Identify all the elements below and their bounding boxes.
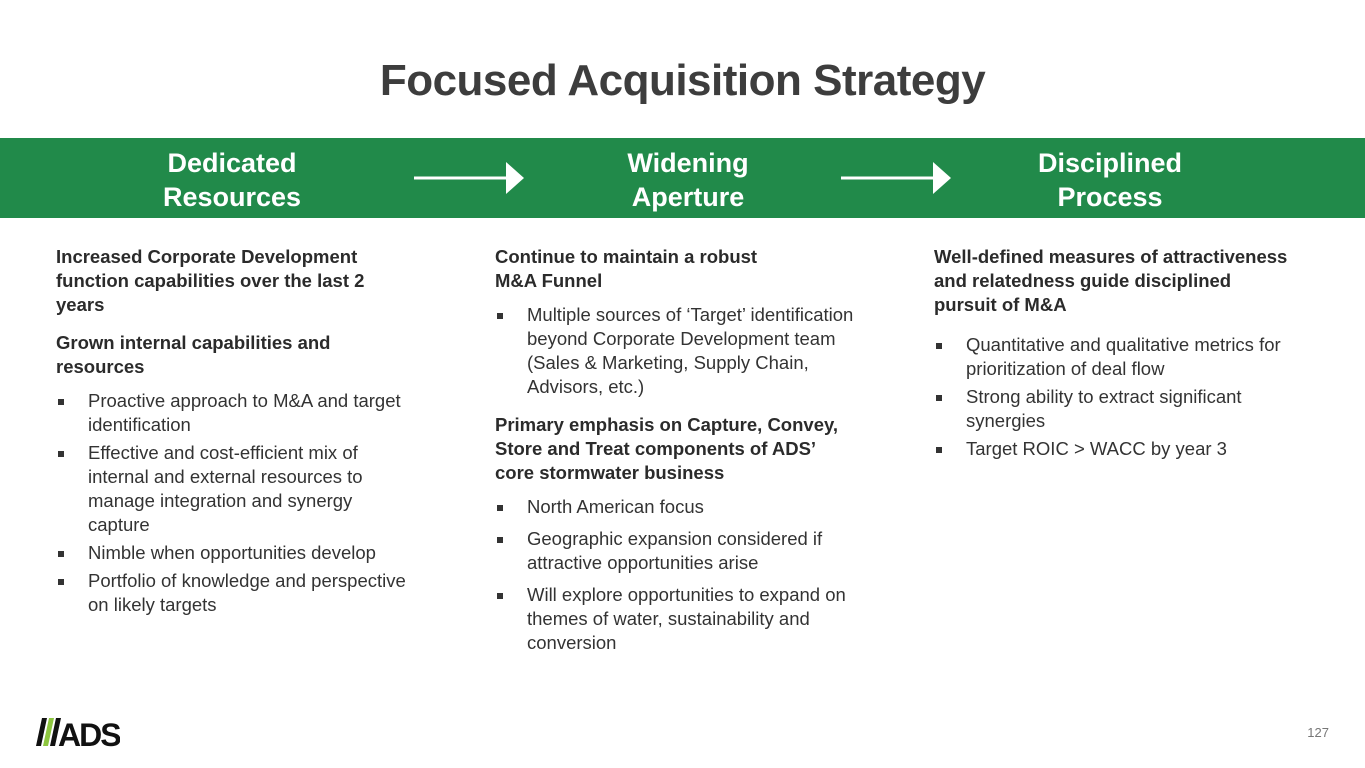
stage-label-line1: Widening	[627, 148, 749, 178]
list-item: Portfolio of knowledge and perspective o…	[56, 569, 406, 617]
page-number: 127	[1307, 725, 1329, 740]
list-item: Nimble when opportunities develop	[56, 541, 406, 565]
arrow-right-icon	[841, 162, 951, 194]
list-item: Target ROIC > WACC by year 3	[934, 437, 1294, 461]
logo-text: ADS	[58, 717, 120, 750]
stage-label-line2: Resources	[162, 182, 302, 212]
stage-label-line1: Dedicated	[167, 148, 297, 178]
section-heading: Increased Corporate Development function…	[56, 246, 365, 315]
arrow-right-icon	[414, 162, 524, 194]
ads-logo: ADS	[36, 717, 120, 750]
list-item: Proactive approach to M&A and target ide…	[56, 389, 406, 437]
stage-banner	[0, 138, 1365, 218]
stage-label-line2: Process	[1057, 182, 1163, 212]
list-item: Effective and cost-efficient mix of inte…	[56, 441, 406, 537]
section-heading: Well-defined measures of attractiveness …	[934, 246, 1288, 315]
list-item: Strong ability to extract significant sy…	[934, 385, 1294, 433]
column-dedicated-resources: Increased Corporate Development function…	[56, 245, 406, 631]
list-item: Geographic expansion considered if attra…	[495, 527, 855, 575]
bullet-list: Quantitative and qualitative metrics for…	[934, 333, 1294, 461]
column-widening-aperture: Continue to maintain a robust M&A Funnel…	[495, 245, 855, 669]
stage-label-line1: Disciplined	[1037, 148, 1183, 178]
page-title: Focused Acquisition Strategy	[379, 56, 986, 105]
bullet-list: Multiple sources of ‘Target’ identificat…	[495, 303, 855, 399]
column-disciplined-process: Well-defined measures of attractiveness …	[934, 245, 1294, 475]
list-item: Multiple sources of ‘Target’ identificat…	[495, 303, 855, 399]
section-heading: Grown internal capabilities and resource…	[56, 332, 331, 377]
list-item: Quantitative and qualitative metrics for…	[934, 333, 1294, 381]
list-item: North American focus	[495, 495, 855, 519]
list-item: Will explore opportunities to expand on …	[495, 583, 855, 655]
bullet-list: North American focus Geographic expansio…	[495, 495, 855, 655]
section-heading: Primary emphasis on Capture, Convey, Sto…	[495, 414, 839, 483]
stage-label-line2: Aperture	[631, 182, 745, 212]
bullet-list: Proactive approach to M&A and target ide…	[56, 389, 406, 617]
stage-widening-aperture: Widening Aperture	[538, 146, 838, 214]
section-heading: Continue to maintain a robust M&A Funnel	[495, 246, 758, 291]
stage-disciplined-process: Disciplined Process	[960, 146, 1260, 214]
stage-dedicated-resources: Dedicated Resources	[82, 146, 382, 214]
